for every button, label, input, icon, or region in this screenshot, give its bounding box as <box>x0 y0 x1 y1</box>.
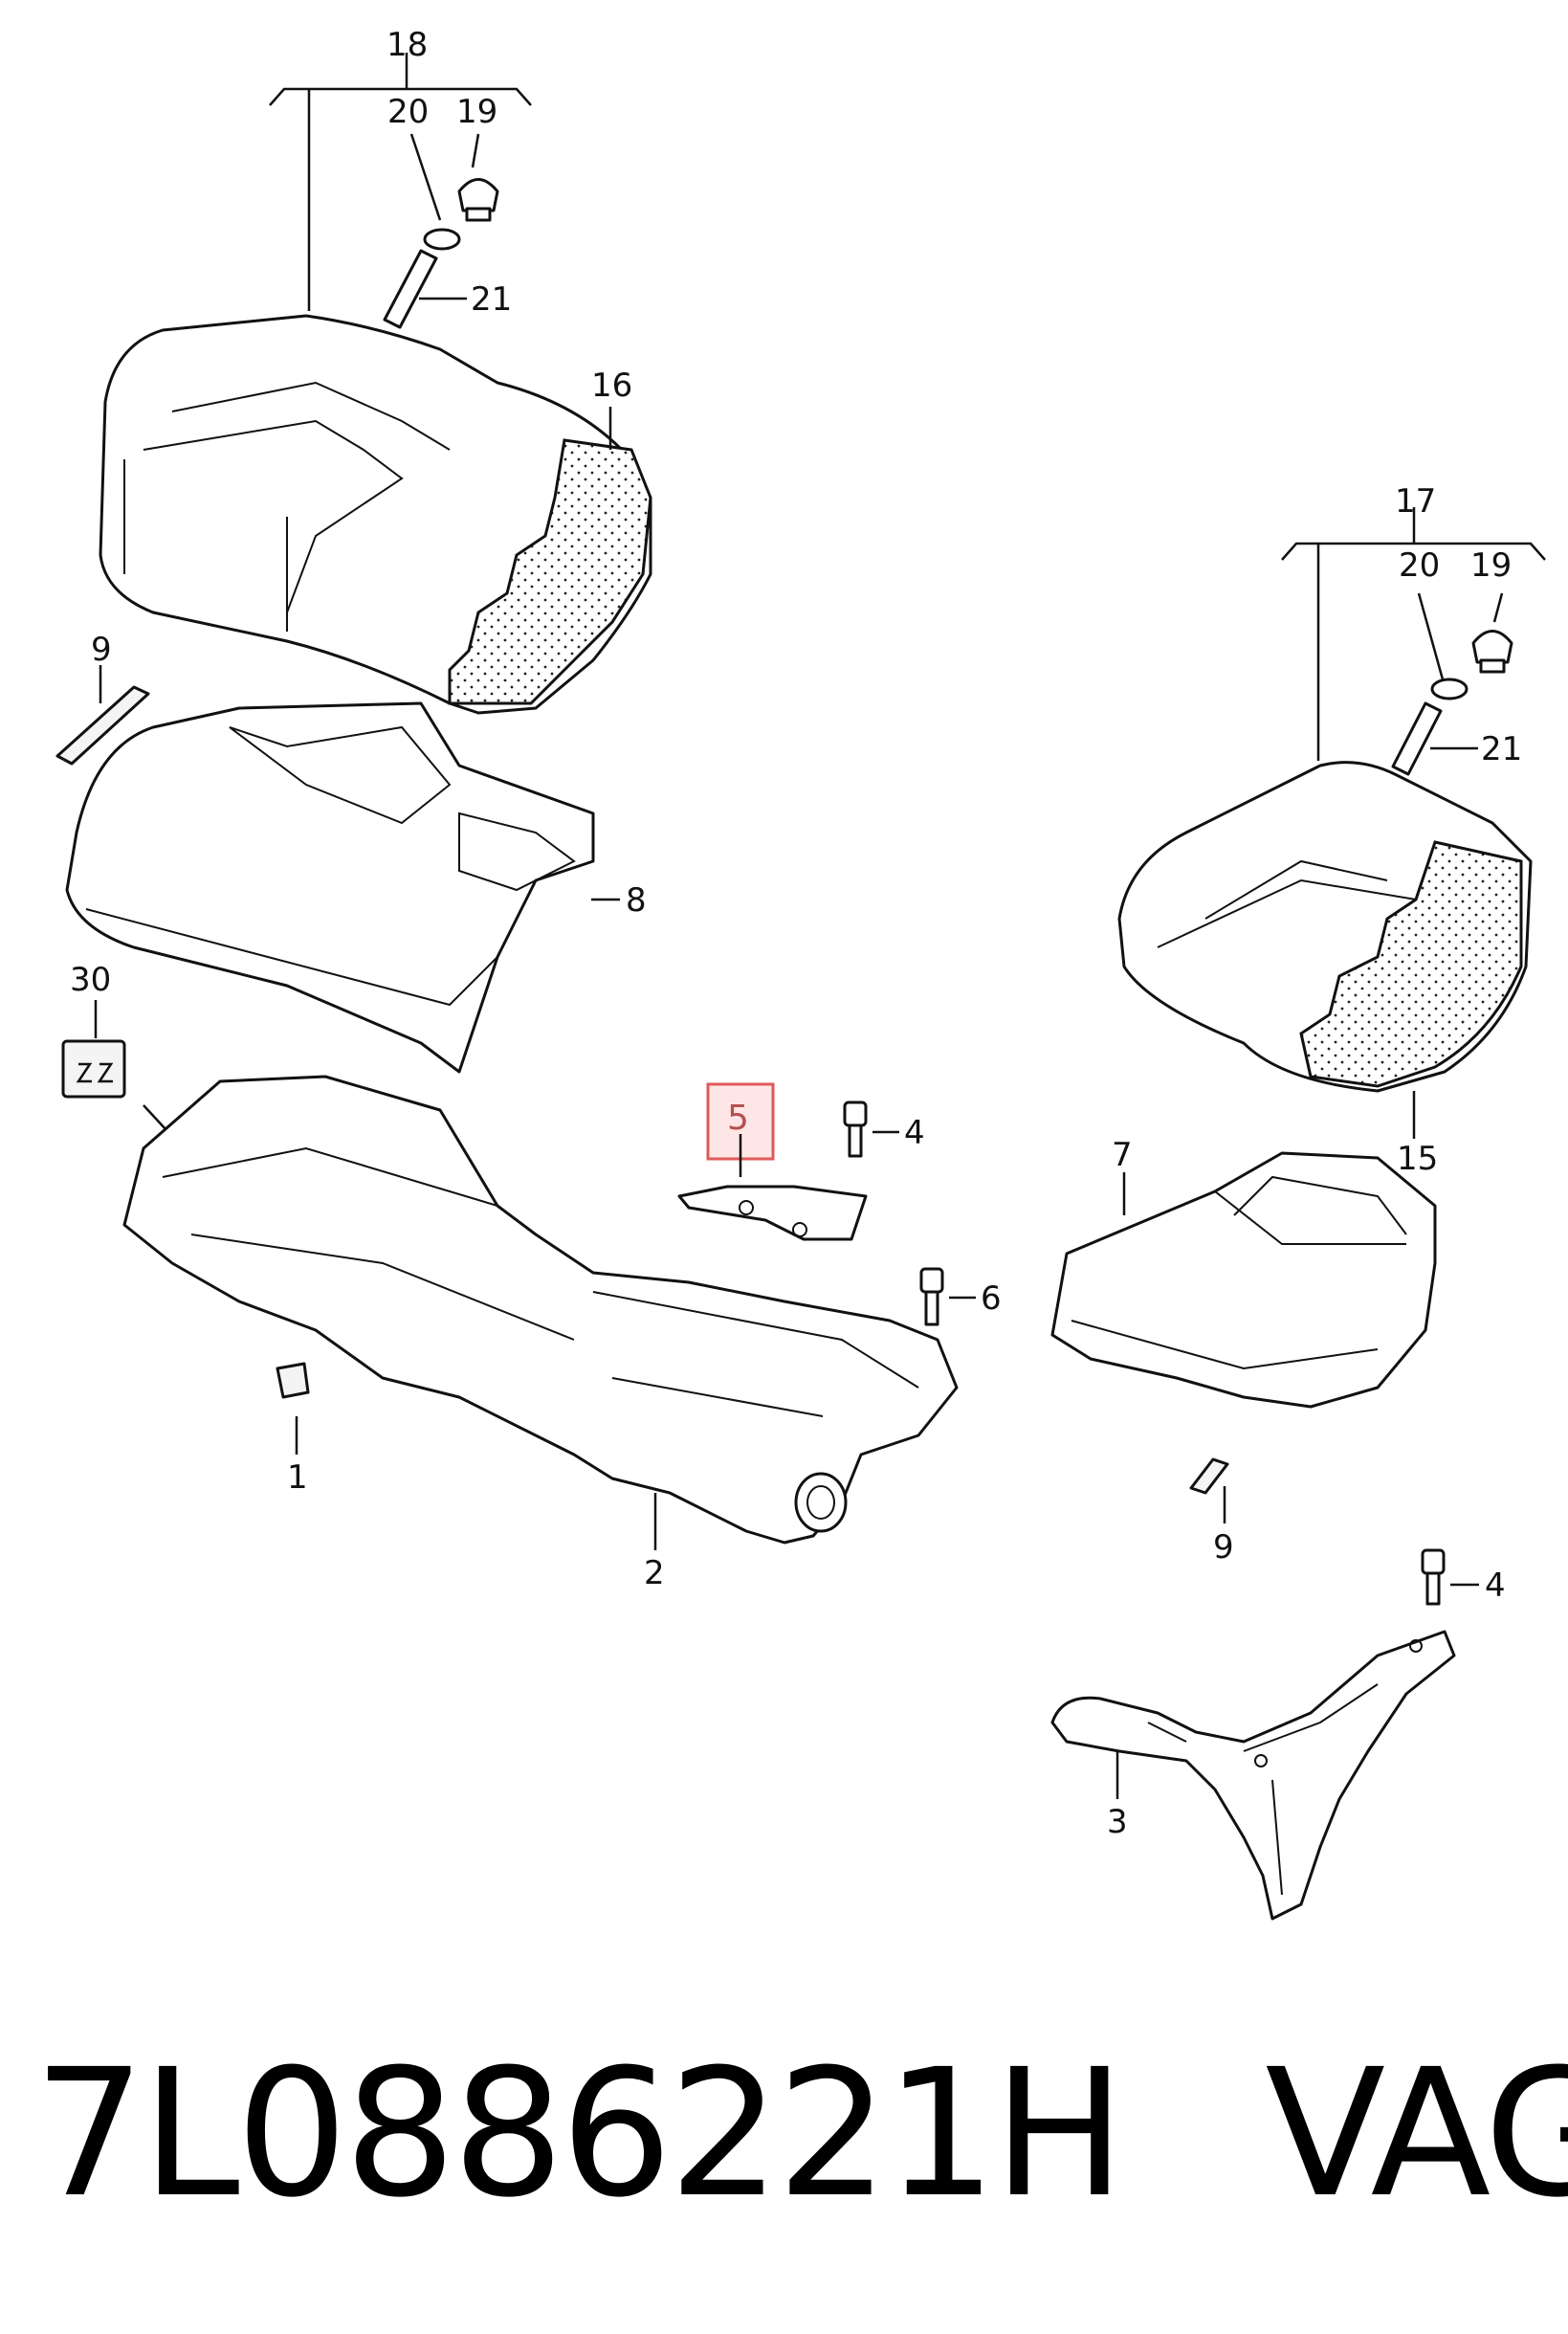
label-15: 15 <box>1397 1140 1438 1178</box>
washer-20-right <box>1430 678 1469 700</box>
label-6: 6 <box>981 1279 1002 1318</box>
bolt-6 <box>919 1267 976 1326</box>
strip-9-right <box>1189 1457 1229 1495</box>
label-4-upper: 4 <box>904 1114 925 1152</box>
label-7: 7 <box>1112 1136 1133 1174</box>
part-number-footer: 7L0886221H VAG <box>33 2024 1568 2244</box>
label-20-right: 20 <box>1399 546 1440 585</box>
callout-labels: 18 20 19 21 16 17 20 19 21 9 8 30 5 4 6 … <box>70 26 1522 1841</box>
pin-21-top <box>383 249 438 329</box>
label-30: 30 <box>70 961 111 999</box>
label-16: 16 <box>591 367 632 405</box>
foam-cutaway-16 <box>448 438 652 705</box>
label-4-lower: 4 <box>1485 1567 1506 1605</box>
label-8: 8 <box>626 881 647 920</box>
seat-tray-7 <box>1050 1151 1437 1523</box>
pin-21-right <box>1391 701 1443 776</box>
part-number: 7L0886221H <box>33 2032 1125 2236</box>
label-2: 2 <box>644 1554 665 1592</box>
washer-20-top <box>423 228 461 251</box>
clip-19-top <box>457 178 499 222</box>
foam-cutaway-15 <box>1299 840 1523 1088</box>
clip-19-right <box>1471 630 1513 674</box>
label-19-right: 19 <box>1470 546 1512 585</box>
label-21-top: 21 <box>471 280 512 319</box>
label-20-top: 20 <box>387 93 429 131</box>
emblem-30 <box>61 1000 202 1168</box>
bracket-5 <box>677 1082 868 1241</box>
label-5: 5 <box>727 1099 749 1138</box>
bracket-3 <box>1050 1630 1456 1921</box>
brand-name: VAG <box>1265 2032 1568 2236</box>
label-9-left: 9 <box>91 631 112 669</box>
label-19-top: 19 <box>456 93 497 131</box>
bolt-4-lower <box>1421 1548 1479 1606</box>
bolt-4-upper <box>843 1100 899 1158</box>
label-18: 18 <box>386 26 428 64</box>
strip-9-left <box>55 685 150 766</box>
label-17: 17 <box>1395 482 1436 521</box>
label-1: 1 <box>287 1458 308 1497</box>
label-3: 3 <box>1107 1803 1128 1841</box>
seat-base-frame-2 <box>122 1075 959 1550</box>
seat-tray-8 <box>55 665 620 1074</box>
backrest-assembly-left <box>99 53 652 715</box>
label-21-right: 21 <box>1481 730 1522 768</box>
seat-cushion-assembly-right <box>1117 507 1546 1139</box>
clip-1 <box>276 1362 310 1399</box>
label-9-right: 9 <box>1213 1528 1234 1567</box>
